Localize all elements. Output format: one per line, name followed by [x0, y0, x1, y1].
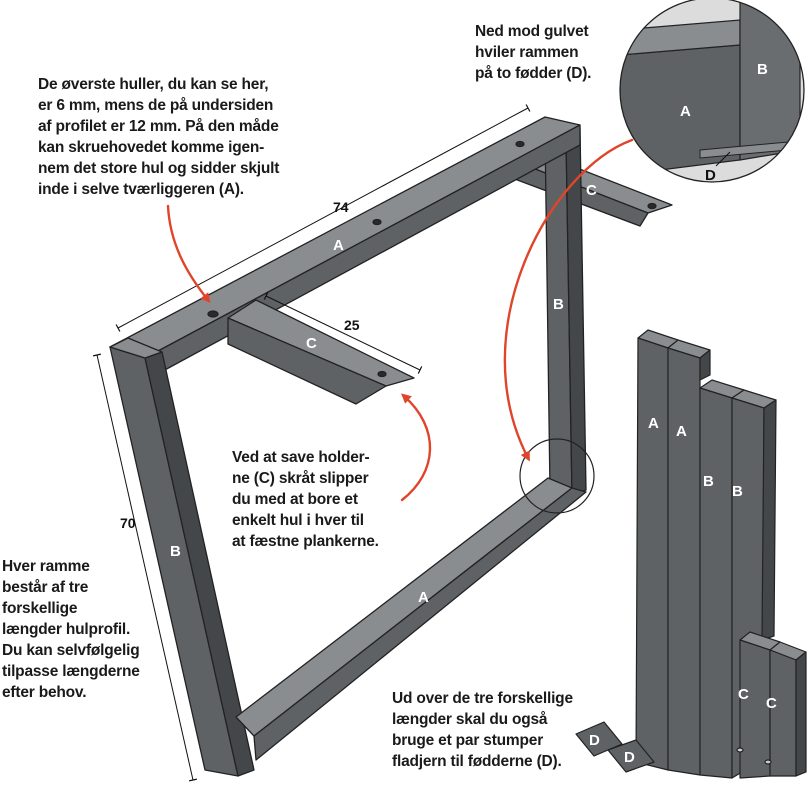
front-holder-label: C	[306, 335, 317, 352]
dim-height-label: 70	[120, 515, 136, 531]
part-d-2-label: D	[624, 749, 635, 766]
zoom-leg-label: B	[757, 61, 768, 78]
part-a-2-label: A	[676, 423, 687, 440]
back-holder-label: C	[586, 182, 597, 199]
zoom-foot-pointer	[715, 151, 731, 167]
note-top-left: De øverste huller, du kan se her, er 6 m…	[38, 76, 280, 198]
dim-line-top	[115, 104, 531, 332]
part-c-2	[764, 641, 807, 777]
arrow-to-corner	[503, 138, 634, 462]
part-c-1-label: C	[738, 686, 749, 703]
part-d-2	[607, 739, 655, 773]
part-b-1-label: B	[703, 473, 714, 490]
top-bar-label: A	[333, 237, 344, 254]
corner-highlight-circle	[519, 438, 595, 514]
zoom-bar-label: A	[680, 103, 691, 120]
dim-holder-label: 25	[344, 317, 360, 333]
dim-line-height	[92, 353, 198, 782]
part-a-1-label: A	[648, 415, 659, 432]
note-top-right: Ned mod gulvet hviler rammen på to fødde…	[475, 23, 592, 82]
arrow-to-holder	[400, 393, 432, 502]
zoom-foot-label: D	[705, 167, 716, 184]
dim-line-holder	[263, 292, 423, 374]
front-holder-c	[227, 299, 415, 405]
note-bottom: Ud over de tre forskellige længder skal …	[392, 690, 573, 770]
dimension-lines	[92, 104, 531, 782]
note-middle: Ved at save holder- ne (C) skråt slipper…	[232, 449, 379, 550]
right-leg-label: B	[553, 296, 564, 313]
left-leg-label: B	[170, 543, 181, 560]
arrow-to-hole	[166, 204, 211, 304]
part-a-1	[635, 329, 679, 771]
zoom-detail	[619, 0, 805, 183]
part-d-1-label: D	[589, 732, 600, 749]
part-c-2-label: C	[766, 695, 777, 712]
bottom-bar-label: A	[418, 589, 429, 606]
part-d-1	[575, 721, 623, 757]
dim-top-label: 74	[333, 199, 349, 215]
parts-stack	[575, 329, 807, 779]
right-leg-b	[544, 127, 587, 496]
bottom-bar-a	[235, 477, 587, 761]
callout-arrows	[166, 138, 634, 502]
part-b-2-label: B	[732, 483, 743, 500]
note-bottom-left: Hver ramme består af tre forskellige læn…	[2, 558, 140, 701]
